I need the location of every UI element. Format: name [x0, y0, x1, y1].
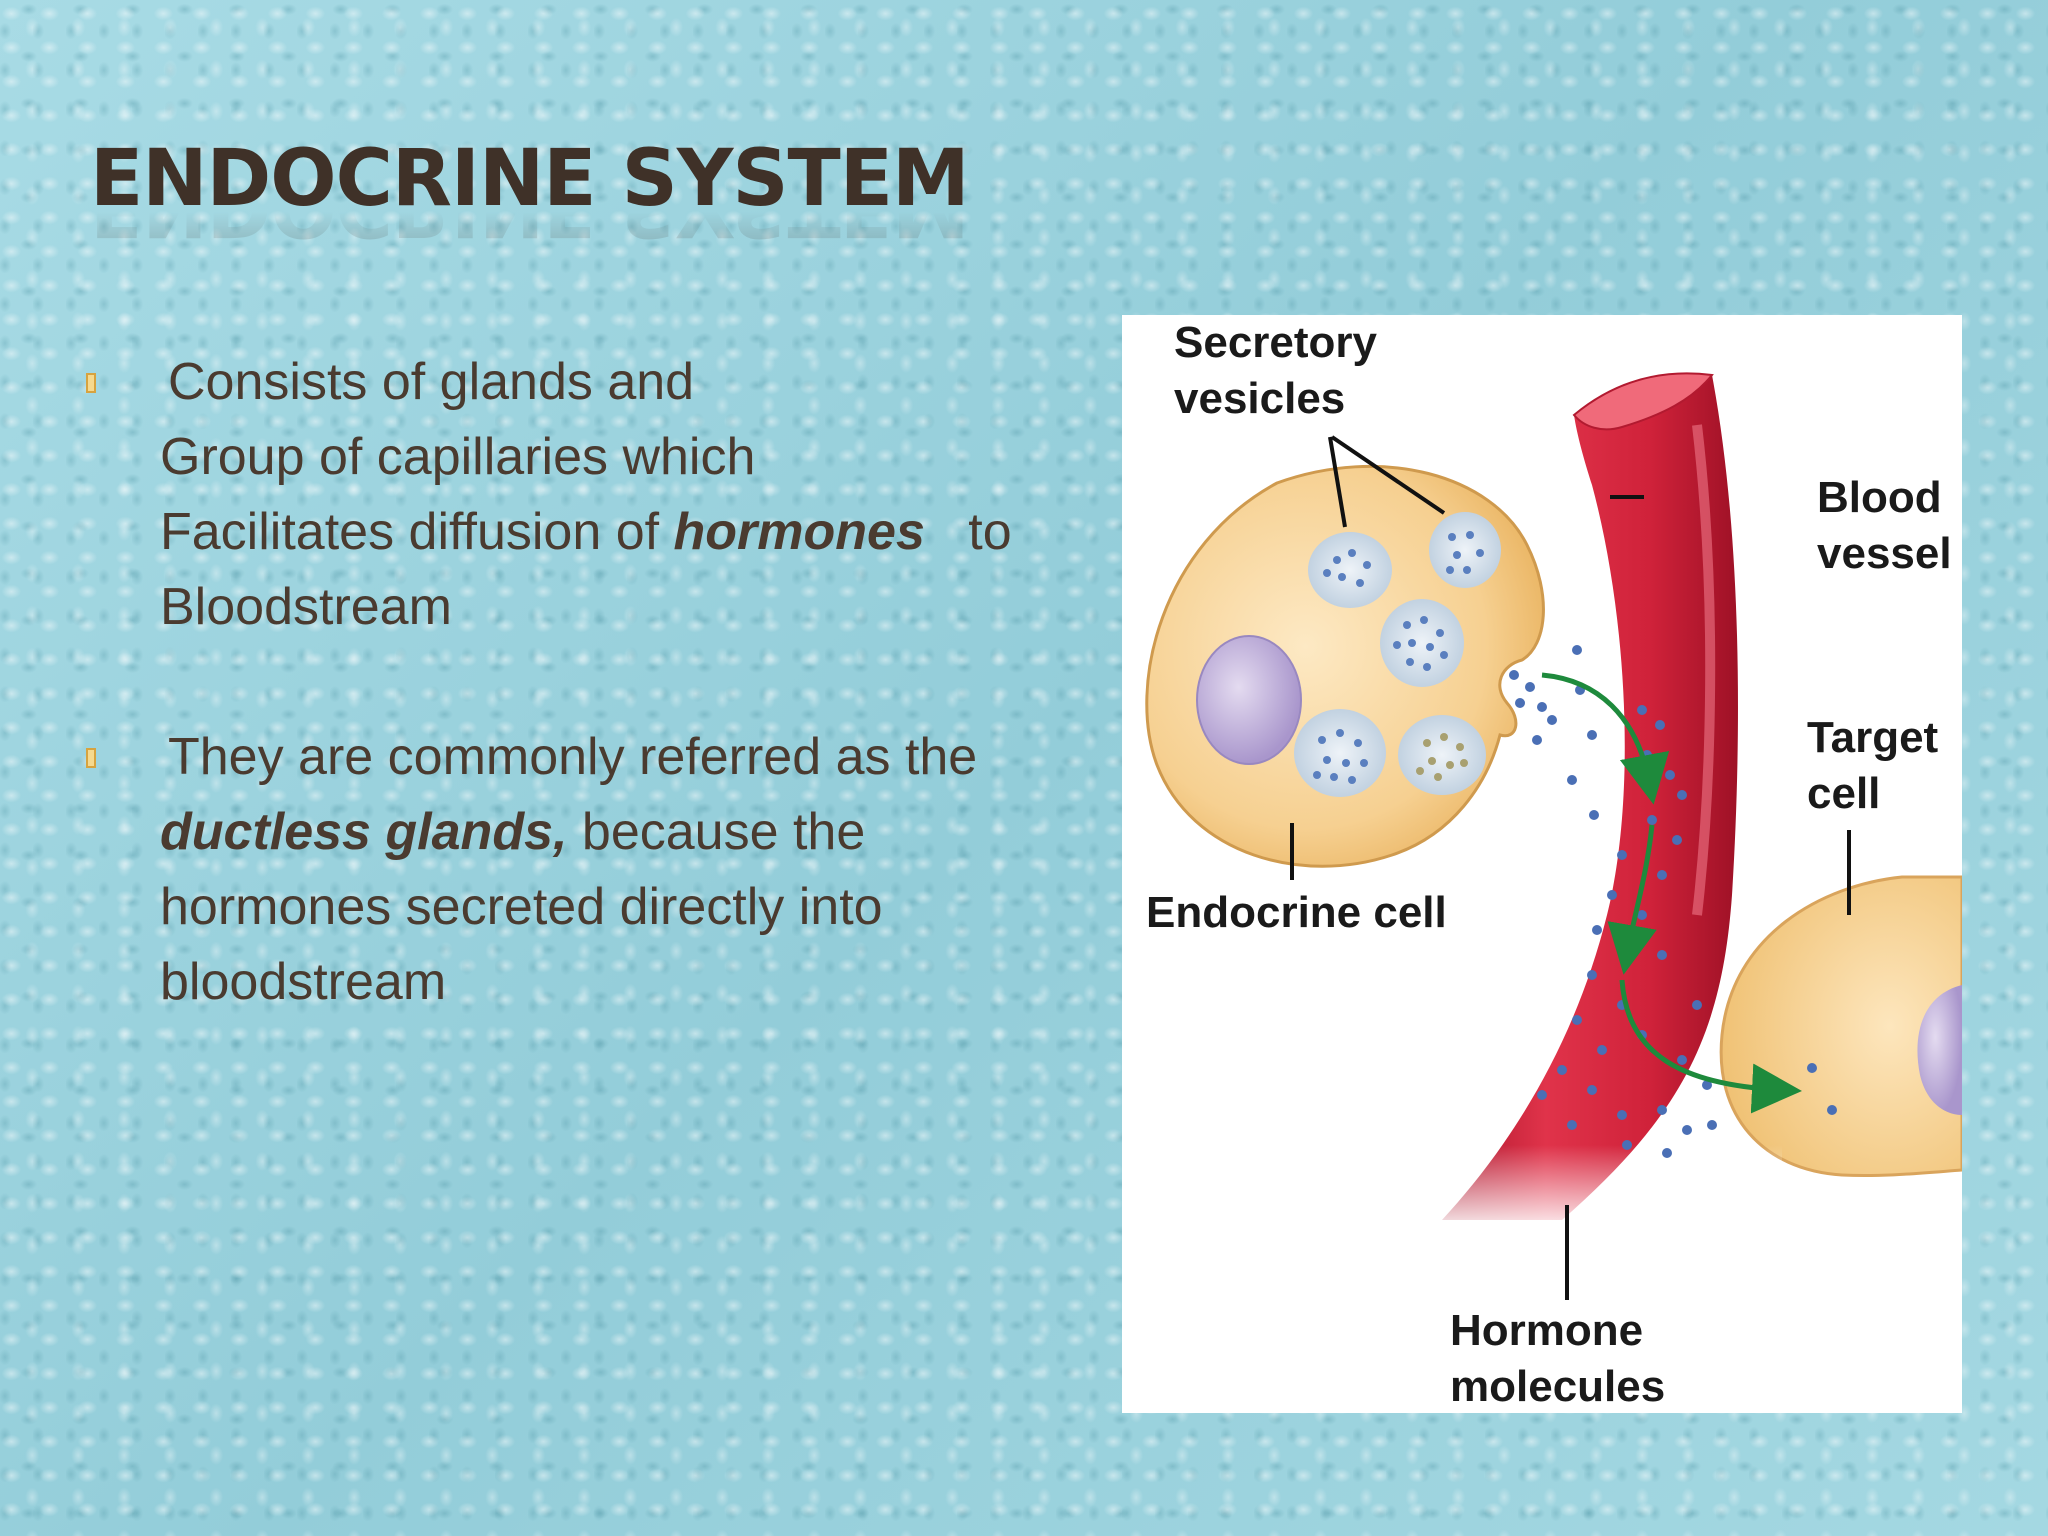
line-text: Group of capillaries which — [160, 428, 756, 486]
label-endocrine-cell: Endocrine cell — [1146, 885, 1447, 941]
label-line: Secretory — [1174, 318, 1378, 367]
bullet-line: They are commonly referred as the — [168, 720, 1090, 795]
label-line: Endocrine cell — [1146, 888, 1447, 937]
label-secretory-vesicles: Secretory vesicles — [1174, 315, 1377, 427]
bullet-line: Facilitates diffusion of hormones to — [160, 495, 1090, 570]
label-line: vessel — [1817, 529, 1952, 578]
label-line: Target — [1807, 713, 1939, 762]
bullet-line: hormones secreted directly into — [160, 870, 1090, 945]
bullet-marker-icon — [86, 373, 96, 393]
line-text: to — [924, 503, 1012, 561]
line-text: Bloodstream — [160, 578, 452, 636]
line-text: because the — [567, 803, 866, 861]
label-hormone-molecules: Hormone molecules — [1450, 1303, 1665, 1415]
line-text: Consists of glands and — [168, 353, 695, 411]
leader-lines — [1290, 435, 1851, 1300]
label-line: Blood — [1817, 473, 1942, 522]
diagram-illustration — [1145, 372, 1962, 1300]
bullet-item: They are commonly referred as the ductle… — [80, 720, 1090, 1020]
title-block: ENDOCRINE SYSTEM ENDOCRINE SYSTEM — [90, 140, 990, 290]
slide-title: ENDOCRINE SYSTEM — [90, 134, 970, 224]
emphasis-ductless-glands: ductless glands, — [160, 803, 568, 861]
line-text: They are commonly referred as the — [168, 728, 978, 786]
bullet-line: bloodstream — [160, 945, 1090, 1020]
endocrine-diagram: Secretory vesicles Blood vessel Target c… — [1122, 315, 1962, 1413]
label-blood-vessel: Blood vessel — [1817, 470, 1952, 582]
line-text: bloodstream — [160, 953, 447, 1011]
blood-vessel — [1402, 372, 1782, 1235]
bullet-marker-icon — [86, 748, 96, 768]
bullet-item: Consists of glands and Group of capillar… — [80, 345, 1090, 645]
label-line: Hormone — [1450, 1306, 1644, 1355]
label-target-cell: Target cell — [1807, 710, 1938, 822]
label-line: molecules — [1450, 1362, 1666, 1411]
line-text: hormones secreted directly into — [160, 878, 883, 936]
label-line: vesicles — [1174, 374, 1346, 423]
bullet-line: Bloodstream — [160, 570, 1090, 645]
emphasis-hormones: hormones — [673, 503, 925, 561]
diffusion-arrows — [1541, 672, 1802, 1114]
bullet-line: Consists of glands and — [168, 345, 1090, 420]
secretory-vesicles — [1294, 512, 1501, 797]
label-line: cell — [1807, 769, 1881, 818]
bullet-line: ductless glands, because the — [160, 795, 1090, 870]
slide-title-reflection: ENDOCRINE SYSTEM — [90, 212, 990, 246]
endocrine-cell — [1145, 464, 1545, 868]
line-text: Facilitates diffusion of — [160, 503, 674, 561]
bullet-list: Consists of glands and Group of capillar… — [80, 345, 1090, 1095]
bullet-line: Group of capillaries which — [160, 420, 1090, 495]
